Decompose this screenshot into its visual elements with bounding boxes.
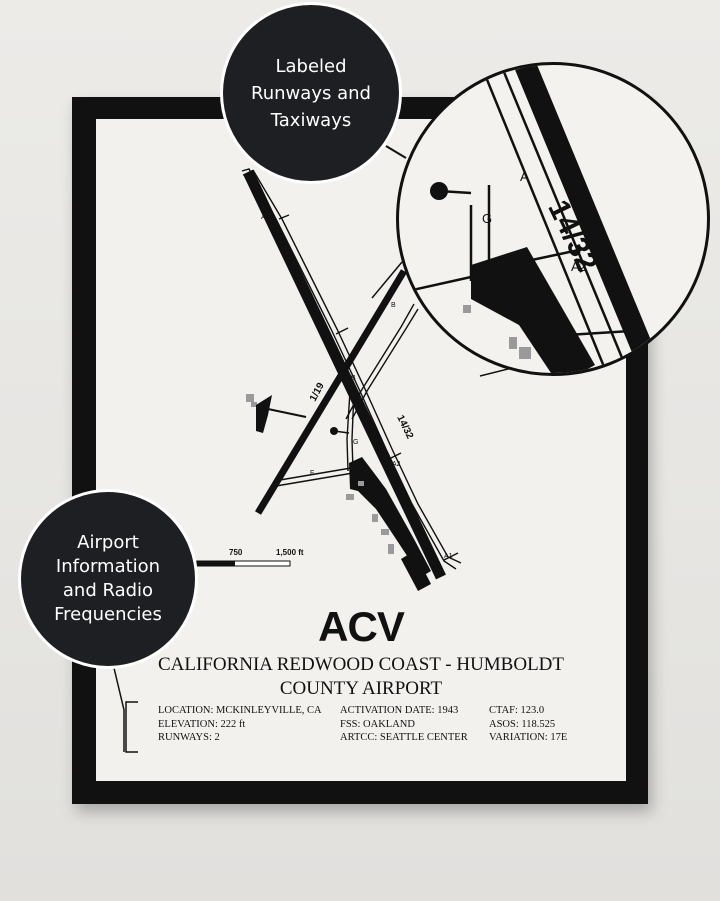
callout-left-line4: Frequencies (54, 604, 162, 625)
taxiway-f (273, 467, 354, 487)
taxiway-labels: A4 A A3 B B A G A2 F A1 (246, 173, 453, 560)
zoom-label-a: A (520, 169, 529, 184)
info-artcc: ARTCC: SEATTLE CENTER (340, 732, 468, 743)
scale-label-end: 1,500 ft (276, 548, 304, 557)
callout-left-line3: and Radio (62, 580, 154, 601)
info-ctaf: CTAF: 123.0 (489, 705, 545, 716)
hold-dot (330, 427, 350, 435)
info-asos: ASOS: 118.525 (489, 718, 556, 730)
taxiway-g (346, 390, 355, 472)
zoom-label-a2: A2 (571, 259, 587, 274)
airport-diagram: A4 A A3 B B A G A2 F A1 1/19 14/32 (192, 168, 462, 591)
callout-runways-taxiways: Labeled Runways and Taxiways (220, 2, 402, 184)
info-column-1: LOCATION: MCKINLEYVILLE, CA ELEVATION: 2… (158, 704, 322, 745)
scale-label-mid: 750 (229, 548, 243, 557)
callout-left-line2: Information (55, 556, 161, 577)
info-runways: RUNWAYS: 2 (158, 732, 220, 743)
callout-left-line1: Airport (77, 532, 139, 553)
info-variation: VARIATION: 17E (489, 732, 568, 743)
label-a2: A2 (392, 461, 401, 468)
label-f: F (310, 470, 314, 477)
label-a1: A1 (444, 553, 453, 560)
airport-name-line1: CALIFORNIA REDWOOD COAST - HUMBOLDT (157, 654, 565, 675)
callout-airport-info: Airport Information and Radio Frequencie… (18, 489, 198, 669)
callout-top-line1: Labeled (275, 55, 347, 77)
airport-code: ACV (318, 603, 405, 650)
info-fss: FSS: OAKLAND (340, 718, 415, 730)
airport-name: CALIFORNIA REDWOOD COAST - HUMBOLDT COUN… (96, 653, 626, 701)
taxiway-b (345, 303, 419, 420)
terminal-apron (349, 457, 431, 591)
zoom-label-g: G (482, 211, 493, 226)
airport-name-line2: COUNTY AIRPORT (279, 678, 443, 699)
remote-apron (256, 395, 307, 433)
label-a3: A3 (289, 266, 298, 273)
info-column-3: CTAF: 123.0 ASOS: 118.525 VARIATION: 17E (489, 704, 567, 745)
zoom-inset: 14/32 A G A2 (396, 62, 710, 376)
info-column-2: ACTIVATION DATE: 1943 FSS: OAKLAND ARTCC… (340, 704, 468, 745)
info-location: LOCATION: MCKINLEYVILLE, CA (158, 705, 322, 716)
label-b2: B (351, 375, 356, 382)
label-a: A (261, 214, 266, 221)
label-b: B (391, 302, 396, 309)
taxiway-a (241, 168, 462, 570)
label-a4: A4 (246, 173, 255, 180)
label-a-lower: A (371, 421, 376, 428)
callout-top-line2: Runways and (251, 82, 371, 104)
label-g: G (353, 439, 358, 446)
info-elevation: ELEVATION: 222 ft (158, 718, 246, 730)
callout-top-line3: Taxiways (270, 109, 352, 131)
runway-1-19 (255, 269, 407, 515)
buildings (246, 394, 394, 554)
info-activation: ACTIVATION DATE: 1943 (340, 705, 459, 716)
zoom-diagram (399, 65, 665, 373)
